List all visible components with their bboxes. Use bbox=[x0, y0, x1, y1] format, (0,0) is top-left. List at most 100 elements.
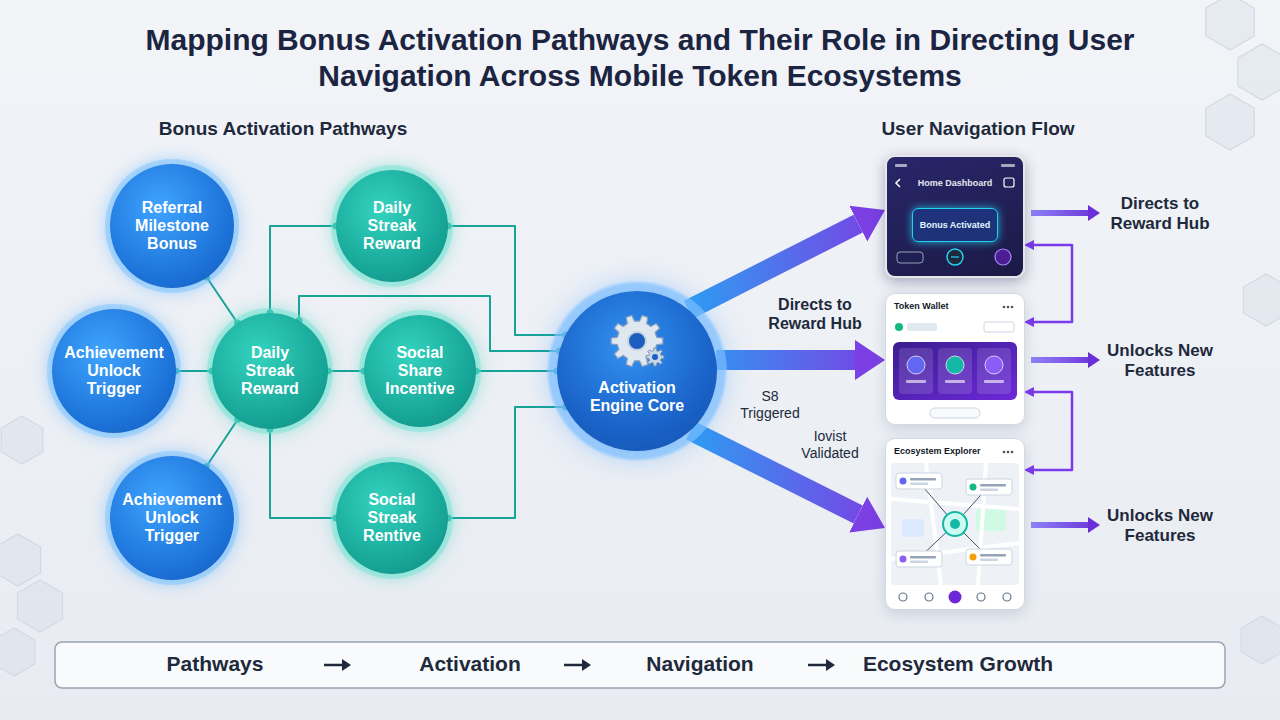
outcome-arrow bbox=[1031, 357, 1088, 363]
connector-line bbox=[328, 370, 364, 372]
text-placeholder bbox=[906, 380, 926, 383]
stage-label: Activation bbox=[370, 652, 570, 677]
app-screen: Token Wallet bbox=[885, 293, 1025, 425]
outcome-arrow bbox=[1031, 522, 1088, 528]
pathway-circle: Achievement Unlock Trigger bbox=[52, 309, 175, 432]
hex-pattern bbox=[0, 628, 35, 676]
button-shape bbox=[930, 408, 980, 418]
node-label: Referral Milestone Bonus bbox=[120, 199, 224, 253]
pathway-circle: Referral Milestone Bonus bbox=[110, 164, 233, 287]
map-card bbox=[966, 549, 1012, 565]
nav-icon bbox=[947, 249, 963, 265]
step-arrow bbox=[808, 664, 826, 667]
app-screen: Ecosystem Explorer bbox=[885, 438, 1025, 610]
token-card bbox=[899, 348, 933, 394]
nav-icon bbox=[1003, 593, 1011, 601]
text-placeholder bbox=[984, 322, 1014, 332]
map-center bbox=[950, 519, 960, 529]
menu-dots bbox=[1011, 451, 1014, 454]
status-bar bbox=[895, 164, 907, 167]
gear-icon bbox=[607, 311, 667, 371]
text-placeholder bbox=[980, 489, 998, 492]
hex-pattern bbox=[1243, 274, 1280, 326]
flow-band bbox=[55, 642, 1225, 688]
node-label: Activation Engine Core bbox=[575, 379, 699, 416]
label-block: Directs to Reward Hub bbox=[755, 296, 875, 334]
label-block: Unlocks New Features bbox=[1090, 341, 1230, 381]
node-label: Social Streak Rentive bbox=[347, 491, 437, 545]
status-dot bbox=[895, 323, 903, 331]
label-block: Bonus Activation Pathways bbox=[113, 118, 453, 140]
node-label: Achievement Unlock Trigger bbox=[120, 491, 224, 545]
screen-title: Token Wallet bbox=[886, 302, 1024, 312]
hex-pattern bbox=[0, 534, 41, 586]
text-placeholder bbox=[945, 380, 965, 383]
gear-shape bbox=[646, 348, 664, 366]
step-arrow bbox=[564, 664, 582, 667]
label-block: Navigation bbox=[600, 652, 800, 677]
step-arrow bbox=[324, 664, 342, 667]
menu-dots bbox=[1007, 451, 1010, 454]
label-block: Pathways bbox=[105, 652, 325, 677]
label-block: Activation bbox=[370, 652, 570, 677]
hub-circle: Daily Streak Reward bbox=[212, 313, 328, 429]
nav-icon bbox=[995, 249, 1011, 265]
node-label: Daily Streak Reward bbox=[225, 344, 315, 398]
map-park bbox=[902, 519, 924, 537]
back-icon bbox=[896, 179, 900, 187]
text-placeholder bbox=[910, 556, 936, 559]
text-placeholder bbox=[980, 559, 998, 562]
map-center bbox=[943, 512, 967, 536]
map-card bbox=[896, 551, 942, 567]
pathway-circle: Social Share Incentive bbox=[364, 315, 476, 427]
section-heading: Bonus Activation Pathways bbox=[113, 118, 453, 140]
gear-hub bbox=[652, 354, 658, 360]
map-card-icon bbox=[970, 554, 977, 561]
outcome-arrow bbox=[1031, 210, 1088, 216]
connector-line bbox=[206, 419, 238, 466]
feedback-arrow bbox=[1034, 392, 1072, 470]
stage-label: Pathways bbox=[105, 652, 325, 677]
connector-line bbox=[270, 226, 336, 313]
gear-hub bbox=[628, 332, 646, 350]
screen-title: Home Dashboard bbox=[887, 179, 1023, 189]
text-placeholder bbox=[910, 478, 936, 481]
connector-line bbox=[448, 407, 566, 518]
outcome-label: Unlocks New Features bbox=[1090, 341, 1230, 381]
engine-circle: Activation Engine Core bbox=[557, 291, 717, 451]
feedback-arrow bbox=[1034, 245, 1072, 322]
token-panel bbox=[893, 342, 1017, 400]
connector-line bbox=[448, 226, 566, 335]
status-badge: Bonus Activated bbox=[912, 208, 999, 242]
hex-pattern bbox=[1238, 44, 1280, 100]
menu-dots bbox=[1011, 306, 1014, 309]
token-icon bbox=[946, 356, 964, 374]
map-road bbox=[891, 499, 1019, 509]
menu-dots bbox=[1003, 451, 1006, 454]
label-block: S8 Triggered bbox=[735, 388, 805, 421]
connector-line bbox=[270, 429, 336, 518]
token-card bbox=[938, 348, 972, 394]
arrow-label: Iovist Validated bbox=[795, 428, 865, 461]
screen-art bbox=[886, 439, 1024, 609]
label-block: Directs to Reward Hub bbox=[1095, 194, 1225, 234]
text-placeholder bbox=[980, 484, 1006, 487]
text-placeholder bbox=[910, 483, 928, 486]
stage-label: Ecosystem Growth bbox=[828, 652, 1088, 677]
hex-pattern bbox=[1206, 0, 1254, 50]
screen-art bbox=[886, 294, 1024, 424]
nav-icon bbox=[951, 256, 959, 257]
token-card bbox=[977, 348, 1011, 394]
arrow-label: Directs to Reward Hub bbox=[755, 296, 875, 334]
menu-dots bbox=[1007, 306, 1010, 309]
text-placeholder bbox=[907, 323, 937, 331]
label-block: User Navigation Flow bbox=[828, 118, 1128, 140]
hex-pattern bbox=[1241, 616, 1280, 664]
nav-icon bbox=[949, 591, 962, 604]
pathway-circle: Daily Streak Reward bbox=[336, 170, 448, 282]
outcome-label: Directs to Reward Hub bbox=[1095, 194, 1225, 234]
token-icon bbox=[985, 356, 1003, 374]
